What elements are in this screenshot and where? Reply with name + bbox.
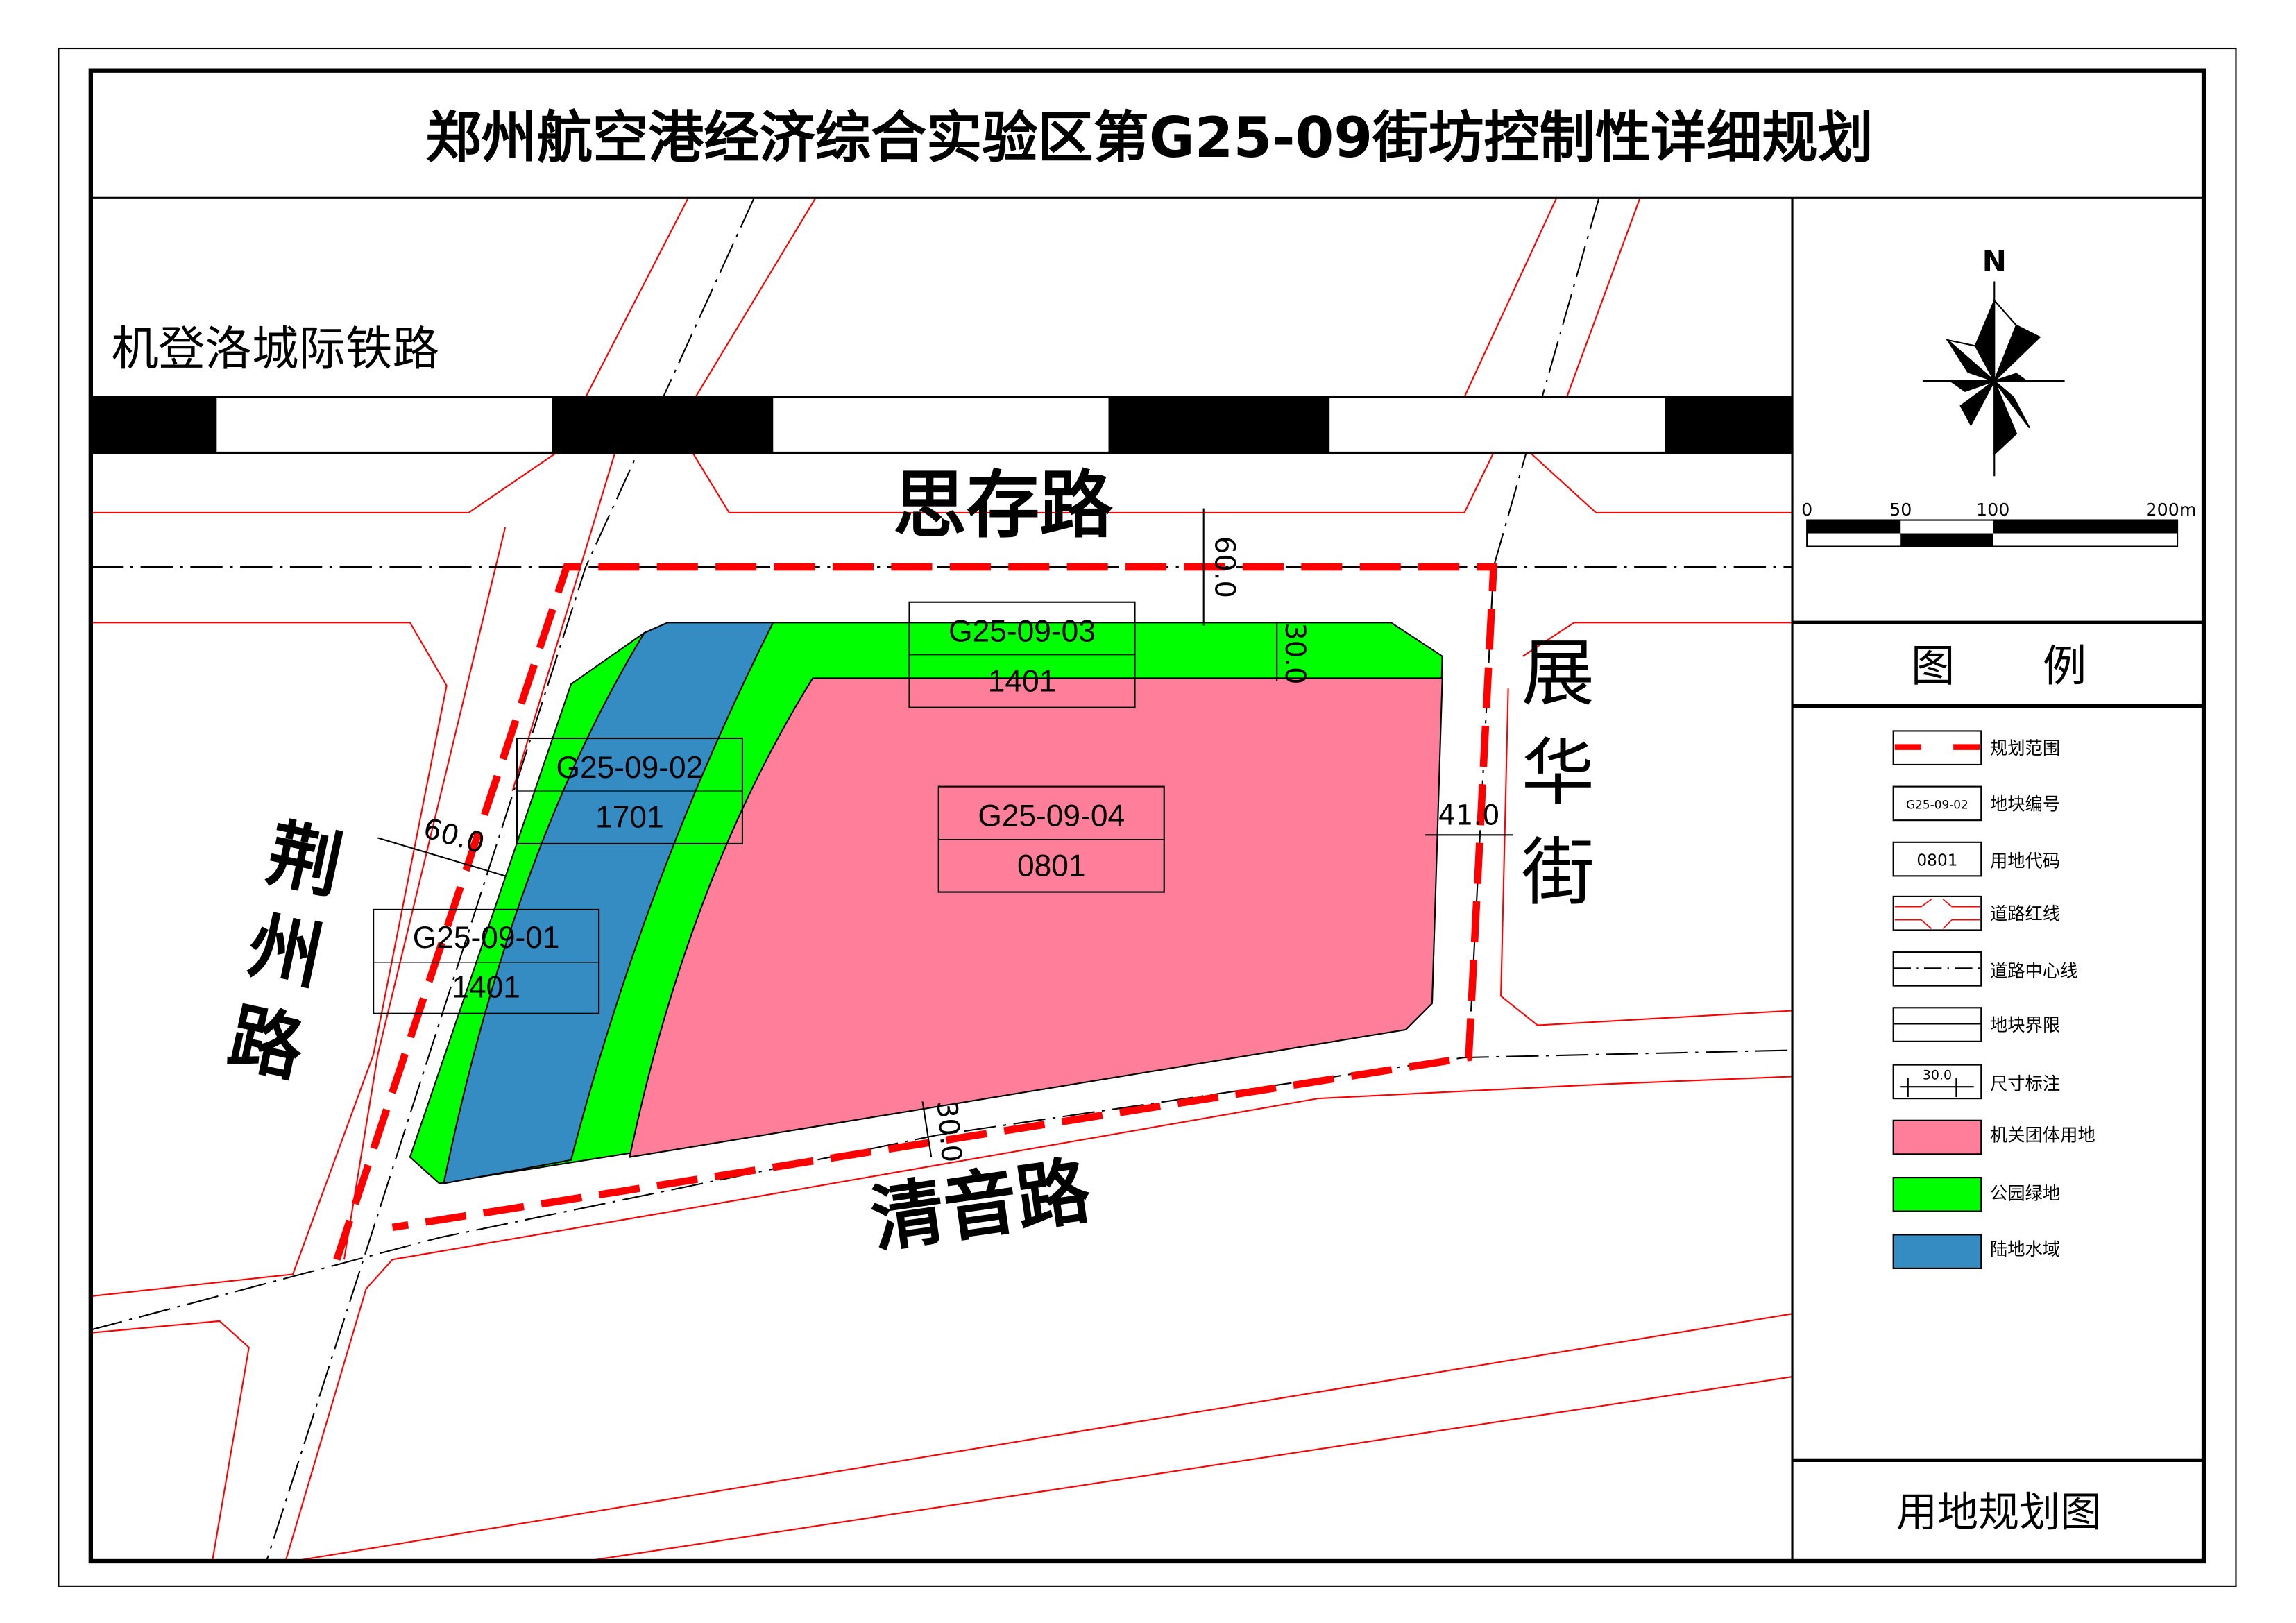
parcel-label-02[interactable]: G25-09-02 1701 [516, 737, 743, 844]
institutional-land [629, 677, 1443, 1158]
road-red-lines [90, 198, 1793, 1561]
railway-name: 机登洛城际铁路 [111, 321, 439, 376]
legend-label: 规划范围 [1990, 738, 2060, 758]
north-arrow-compass: N [1922, 244, 2065, 477]
legend-sample: 30.0 [1923, 1068, 1952, 1083]
parcel-id: G25-09-04 [978, 799, 1125, 833]
road-name-east: 展华街 [1509, 634, 1595, 933]
legend-item-parcel-boundary: 地块界限 [1892, 1007, 2060, 1042]
legend-label: 公园绿地 [1990, 1183, 2060, 1204]
parcel-code: 1401 [452, 971, 520, 1005]
legend-item-park-green: 公园绿地 [1892, 1177, 2060, 1212]
legend-item-road-center-line: 道路中心线 [1892, 951, 2078, 987]
page-title: 郑州航空港经济综合实验区第G25-09街坊控制性详细规划 [425, 105, 1873, 170]
dimension-east-road: 41.0 [1438, 799, 1499, 831]
legend-item-planning-boundary: 规划范围 [1892, 730, 2060, 766]
legend-sample: G25-09-02 [1906, 797, 1968, 811]
scale-tick: 50 [1889, 499, 1912, 520]
legend-item-road-red-line: 道路红线 [1892, 895, 2060, 931]
scale-tick: 100 [1976, 499, 2009, 520]
planning-boundary [333, 563, 1498, 1261]
parcel-code: 1401 [988, 664, 1057, 698]
legend-label: 用地代码 [1990, 851, 2060, 872]
parcel-id: G25-09-02 [556, 751, 704, 785]
road-name-north: 思存路 [893, 462, 1113, 547]
scale-bar: 0 50 100 200m [1801, 499, 2197, 547]
parcel-code: 1701 [595, 801, 664, 835]
road-center-lines [90, 198, 1793, 1561]
water-area [443, 622, 774, 1184]
parcel-label-04[interactable]: G25-09-04 0801 [937, 785, 1165, 893]
north-label: N [1982, 244, 2007, 278]
parcel-code: 0801 [1017, 849, 1086, 883]
legend-title: 图 例 [1911, 640, 2086, 692]
map-area: G25-09-03 1401 G25-09-02 1701 G25-09-04 … [90, 198, 1793, 1561]
scale-tick: 200m [2146, 499, 2197, 520]
parcel-label-01[interactable]: G25-09-01 1401 [373, 908, 600, 1014]
parcel-id: G25-09-03 [949, 615, 1096, 649]
legend-sample: 0801 [1916, 851, 1957, 870]
legend-label: 陆地水域 [1990, 1239, 2060, 1259]
inner-frame [88, 68, 2206, 1564]
legend-label: 地块编号 [1990, 793, 2060, 814]
legend-label: 道路红线 [1990, 903, 2060, 924]
parcel-id: G25-09-01 [413, 921, 560, 955]
outer-border [58, 47, 2237, 1587]
legend-item-water: 陆地水域 [1892, 1234, 2060, 1269]
dimension-annotations [377, 508, 1513, 1157]
legend-label: 地块界限 [1990, 1014, 2060, 1035]
scale-tick: 0 [1801, 499, 1812, 520]
dimension-north-setback: 30.0 [1279, 622, 1311, 684]
drawing-name: 用地规划图 [1896, 1488, 2101, 1536]
legend-item-parcel-id: G25-09-02 地块编号 [1892, 785, 2060, 822]
parcel-label-03[interactable]: G25-09-03 1401 [908, 601, 1136, 708]
railway [90, 396, 1793, 454]
dimension-south-road: 30.0 [930, 1099, 968, 1164]
dimension-north-road: 60.0 [1209, 536, 1241, 598]
legend-label: 道路中心线 [1990, 960, 2078, 981]
legend-label: 尺寸标注 [1990, 1073, 2060, 1094]
legend-item-dimension: 30.0 尺寸标注 [1892, 1064, 2060, 1100]
legend-label: 机关团体用地 [1990, 1124, 2095, 1145]
legend-item-land-code: 0801 用地代码 [1892, 841, 2060, 877]
legend: 规划范围 G25-09-02 地块编号 0801 用地代码 道路红线 道路中心线… [1892, 730, 2095, 1269]
legend-item-institutional-land: 机关团体用地 [1892, 1119, 2095, 1155]
